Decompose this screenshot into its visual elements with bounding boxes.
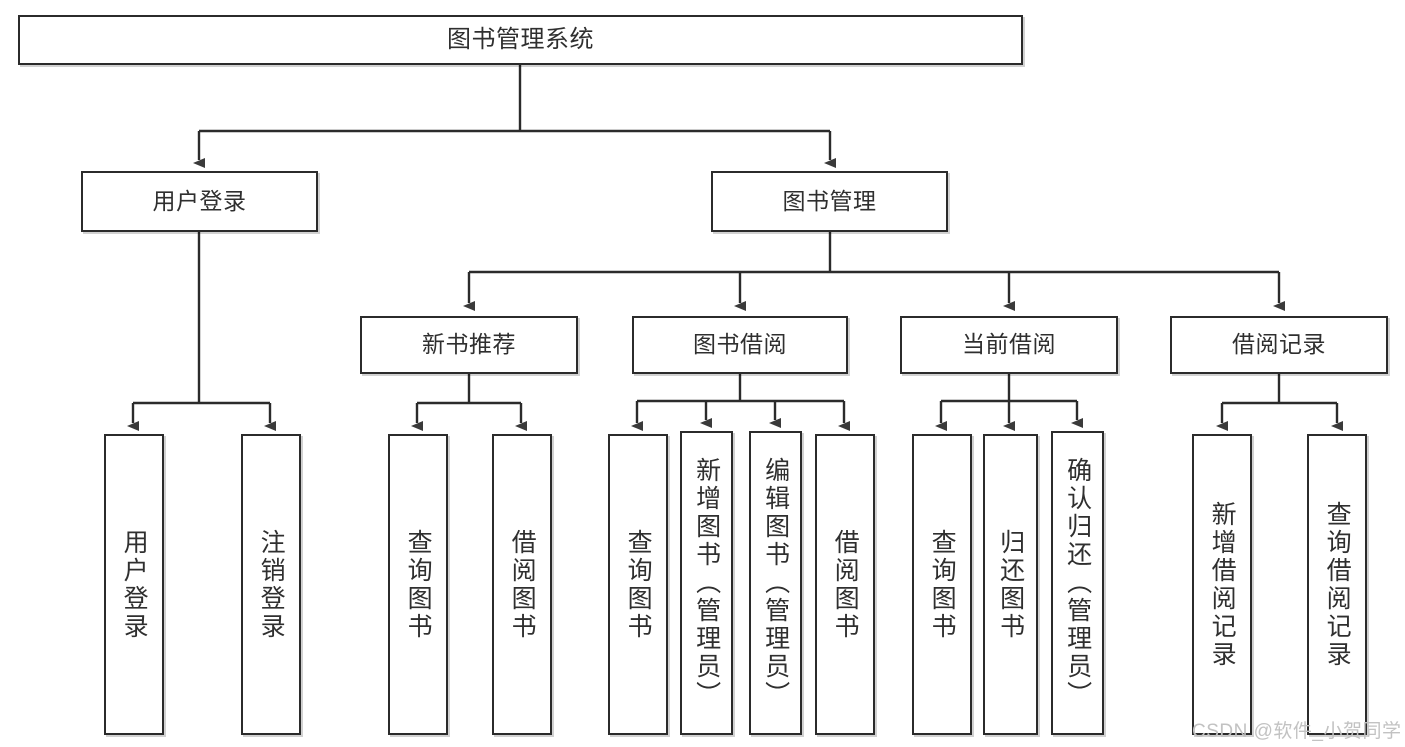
leaf-borrow-book[interactable]: 借阅图书 (815, 434, 875, 735)
node-label: 注销登录 (257, 528, 286, 641)
node-label: 借阅记录 (1232, 331, 1326, 358)
leaf-edit-book-admin[interactable]: 编辑图书（管理员） (749, 431, 802, 735)
node-label: 借阅图书 (508, 528, 537, 641)
node-label: 确认归还（管理员） (1063, 457, 1092, 709)
node-label: 新增图书（管理员） (692, 457, 721, 709)
leaf-query-book-current[interactable]: 查询图书 (912, 434, 972, 735)
leaf-add-borrow-record[interactable]: 新增借阅记录 (1192, 434, 1252, 735)
leaf-add-book-admin[interactable]: 新增图书（管理员） (680, 431, 733, 735)
leaf-query-borrow-record[interactable]: 查询借阅记录 (1307, 434, 1367, 735)
node-label: 归还图书 (996, 528, 1025, 641)
node-borrow-records[interactable]: 借阅记录 (1170, 316, 1388, 374)
leaf-user-login[interactable]: 用户登录 (104, 434, 164, 735)
leaf-query-book-borrow[interactable]: 查询图书 (608, 434, 668, 735)
leaf-return-book[interactable]: 归还图书 (983, 434, 1038, 735)
node-label: 用户登录 (120, 528, 149, 641)
leaf-query-book-recommend[interactable]: 查询图书 (388, 434, 448, 735)
node-label: 查询借阅记录 (1323, 500, 1352, 669)
leaf-confirm-return-admin[interactable]: 确认归还（管理员） (1051, 431, 1104, 735)
node-label: 查询图书 (624, 528, 653, 641)
node-new-book-recommend[interactable]: 新书推荐 (360, 316, 578, 374)
node-label: 当前借阅 (962, 331, 1056, 358)
node-label: 借阅图书 (831, 528, 860, 641)
node-label: 图书借阅 (693, 331, 787, 358)
node-label: 新书推荐 (422, 331, 516, 358)
node-label: 新增借阅记录 (1208, 500, 1237, 669)
leaf-logout[interactable]: 注销登录 (241, 434, 301, 735)
node-current-borrow[interactable]: 当前借阅 (900, 316, 1118, 374)
node-label: 图书管理系统 (447, 25, 594, 53)
node-label: 编辑图书（管理员） (761, 457, 790, 709)
node-label: 图书管理 (782, 187, 877, 214)
node-root-system[interactable]: 图书管理系统 (18, 15, 1023, 65)
leaf-borrow-book-recommend[interactable]: 借阅图书 (492, 434, 552, 735)
node-label: 查询图书 (404, 528, 433, 641)
node-book-borrow[interactable]: 图书借阅 (632, 316, 848, 374)
node-book-management[interactable]: 图书管理 (711, 171, 948, 232)
node-user-login[interactable]: 用户登录 (81, 171, 318, 232)
csdn-watermark: CSDN @软件_小贺同学 (1192, 721, 1402, 742)
node-label: 查询图书 (928, 528, 957, 641)
node-label: 用户登录 (152, 187, 247, 214)
